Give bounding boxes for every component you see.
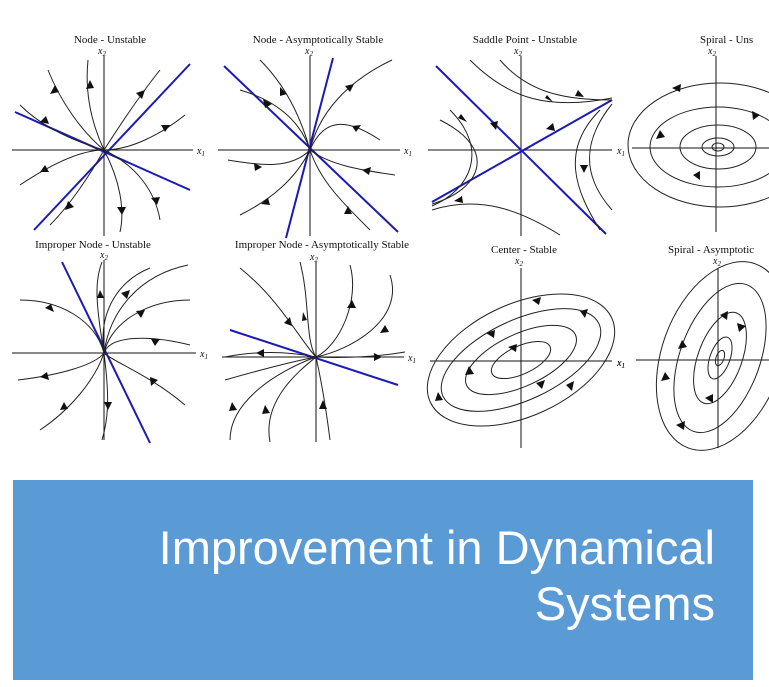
x-axis-label: x1 xyxy=(403,146,412,158)
panel-spiral-asym: Spiral - Asymptotic x2 x1 xyxy=(616,244,769,451)
eigenvector-line xyxy=(431,99,613,203)
banner-title-line: Improvement in Dynamical xyxy=(158,521,715,574)
flow-arrows xyxy=(435,297,588,401)
y-axis-label: x2 xyxy=(304,46,313,58)
flow-arrows xyxy=(40,290,160,410)
panel-title: Spiral - Asymptotic xyxy=(668,244,754,256)
panel-center-stable: Center - Stable x2 x1 xyxy=(426,244,625,448)
panel-title: Improper Node - Unstable xyxy=(35,239,151,251)
panel-title: Center - Stable xyxy=(491,244,557,256)
trajectories xyxy=(426,293,616,427)
phase-portrait-grid: Node - Unstable x2 x1 xyxy=(12,34,769,451)
trajectories xyxy=(224,261,406,443)
panel-saddle-unstable: Saddle Point - Unstable x2 x1 xyxy=(428,34,625,236)
eigenvector-line xyxy=(435,65,607,235)
eigenvector-line xyxy=(223,65,399,233)
x-axis-label: x1 xyxy=(199,349,208,361)
panel-spiral-unstable: Spiral - Uns x2 xyxy=(627,34,769,232)
x-axis-label: x1 xyxy=(196,146,205,158)
y-axis-label: x2 xyxy=(707,46,716,58)
x-axis-label: x1 xyxy=(407,353,416,365)
flow-arrows xyxy=(656,84,760,180)
trajectories xyxy=(227,59,396,231)
flow-arrows xyxy=(40,80,170,215)
y-axis-label: x2 xyxy=(514,256,523,268)
trajectories xyxy=(431,59,613,236)
eigenvector-line xyxy=(14,111,191,191)
x-axis-label: x1 xyxy=(616,358,625,370)
trajectories xyxy=(19,59,186,233)
trajectories xyxy=(17,261,191,441)
panel-node-asym-stable: Node - Asymptotically Stable x2 x1 xyxy=(218,34,412,239)
flow-arrows xyxy=(229,300,389,414)
y-axis-label: x2 xyxy=(712,256,721,268)
panel-improper-node-asym-stable: Improper Node - Asymptotically Stable x2… xyxy=(222,239,416,443)
panel-title: Node - Unstable xyxy=(74,34,146,46)
eigenvector-line xyxy=(61,261,151,444)
banner-title-line: Systems xyxy=(534,577,715,630)
eigenvector-line xyxy=(33,63,191,231)
y-axis-label: x2 xyxy=(99,250,108,262)
y-axis-label: x2 xyxy=(309,252,318,264)
banner-title: Improvement in Dynamical Systems xyxy=(35,520,715,632)
panel-title: Spiral - Uns xyxy=(700,34,753,46)
trajectories xyxy=(655,261,769,451)
y-axis-label: x2 xyxy=(97,46,106,58)
title-banner: Improvement in Dynamical Systems xyxy=(13,480,753,680)
flow-arrows xyxy=(254,84,371,214)
panel-improper-node-unstable: Improper Node - Unstable x2 x1 xyxy=(12,239,208,444)
y-axis-label: x2 xyxy=(513,46,522,58)
x-axis-label: x1 xyxy=(616,146,625,158)
panel-title: Improper Node - Asymptotically Stable xyxy=(235,239,409,251)
trajectories xyxy=(627,82,769,208)
x-axis-label: x1 xyxy=(616,358,625,370)
flow-arrows xyxy=(661,311,746,430)
panel-node-unstable: Node - Unstable x2 x1 xyxy=(12,34,205,236)
flow-arrows xyxy=(454,90,588,203)
panel-title: Saddle Point - Unstable xyxy=(473,34,577,46)
panel-title: Node - Asymptotically Stable xyxy=(253,34,384,46)
